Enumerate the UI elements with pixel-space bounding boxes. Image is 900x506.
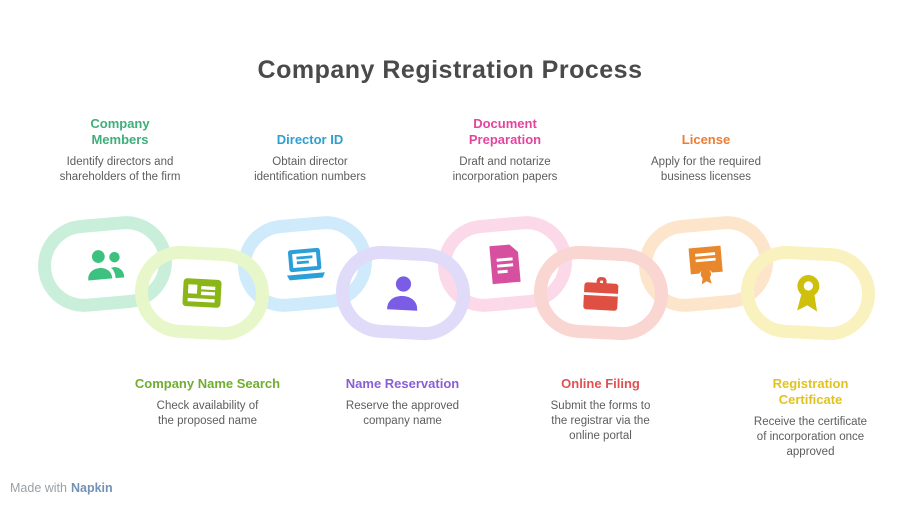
step-heading: License [626, 116, 786, 148]
step-desc-line: approved [786, 446, 835, 458]
step-desc-line: the proposed name [157, 415, 258, 427]
award-icon [783, 268, 833, 318]
step-desc-line: Apply for the required [651, 156, 761, 168]
step-description: Reserve the approved company name [315, 399, 490, 429]
page-title: Company Registration Process [257, 56, 643, 84]
step-desc-line: company name [363, 415, 442, 427]
chain-link-1 [34, 212, 176, 316]
step-desc-line: Check availability of [156, 400, 259, 412]
chain-link-3 [234, 212, 376, 316]
chain-link-4 [333, 243, 473, 343]
step-heading: Company Members [40, 116, 200, 148]
step-heading-line: License [681, 132, 731, 147]
step-desc-line: of incorporation once [756, 431, 865, 443]
step-heading-line: Company [90, 116, 150, 131]
chain-link-6 [531, 243, 671, 343]
step-heading: Company Name Search [120, 376, 295, 392]
step-desc-line: Reserve the approved [345, 400, 460, 412]
step-desc-line: the registrar via the [551, 415, 650, 427]
step-desc-line: identification numbers [254, 171, 366, 183]
certificate-icon [680, 238, 732, 290]
watermark-prefix: Made with [10, 481, 67, 495]
step-label-company-members: Company Members Identify directors and s… [40, 116, 200, 185]
step-heading: Online Filing [513, 376, 688, 392]
step-description: Identify directors and shareholders of t… [40, 155, 200, 185]
step-heading-line: Name Reservation [345, 376, 460, 391]
step-description: Submit the forms to the registrar via th… [513, 399, 688, 444]
chain-link-7 [635, 212, 777, 316]
chain-link-8 [738, 243, 878, 343]
step-label-document-preparation: Document Preparation Draft and notarize … [425, 116, 585, 185]
step-label-online-filing: Online Filing Submit the forms to the re… [513, 376, 688, 444]
step-heading-line: Director ID [276, 132, 344, 147]
step-description: Apply for the required business licenses [626, 155, 786, 185]
step-description: Draft and notarize incorporation papers [425, 155, 585, 185]
step-heading-line: Members [91, 132, 149, 147]
step-heading-line: Company Name Search [134, 376, 281, 391]
step-desc-line: Submit the forms to [550, 400, 651, 412]
step-description: Obtain director identification numbers [230, 155, 390, 185]
step-label-director-id: Director ID Obtain director identificati… [230, 116, 390, 185]
step-heading-line: Certificate [778, 392, 843, 407]
step-heading-line: Online Filing [561, 376, 640, 391]
step-description: Check availability of the proposed name [120, 399, 295, 429]
step-desc-line: business licenses [660, 171, 752, 183]
step-desc-line: Draft and notarize [459, 156, 551, 168]
id-card-icon [177, 268, 227, 318]
step-heading-line: Document [473, 116, 537, 131]
step-label-registration-certificate: Registration Certificate Receive the cer… [723, 376, 898, 460]
step-label-name-reservation: Name Reservation Reserve the approved co… [315, 376, 490, 429]
chain-link-2 [132, 243, 272, 343]
watermark-brand[interactable]: Napkin [70, 481, 113, 495]
step-desc-line: shareholders of the firm [59, 171, 181, 183]
step-desc-line: online portal [569, 430, 632, 442]
step-heading-line: Registration [772, 376, 849, 391]
laptop-icon [279, 238, 331, 290]
step-heading: Name Reservation [315, 376, 490, 392]
chain-link-5 [434, 212, 576, 316]
person-icon [378, 268, 428, 318]
step-heading: Director ID [230, 116, 390, 148]
members-icon [79, 238, 131, 290]
step-description: Receive the certificate of incorporation… [723, 415, 898, 460]
step-desc-line: Obtain director [272, 156, 348, 168]
form-icon [479, 238, 531, 290]
step-desc-line: incorporation papers [452, 171, 558, 183]
step-heading: Document Preparation [425, 116, 585, 148]
step-label-company-name-search: Company Name Search Check availability o… [120, 376, 295, 429]
step-heading-line: Preparation [468, 132, 542, 147]
step-heading: Registration Certificate [723, 376, 898, 408]
step-desc-line: Identify directors and [66, 156, 174, 168]
step-desc-line: Receive the certificate [753, 416, 868, 428]
step-label-license: License Apply for the required business … [626, 116, 786, 185]
briefcase-icon [576, 268, 626, 318]
